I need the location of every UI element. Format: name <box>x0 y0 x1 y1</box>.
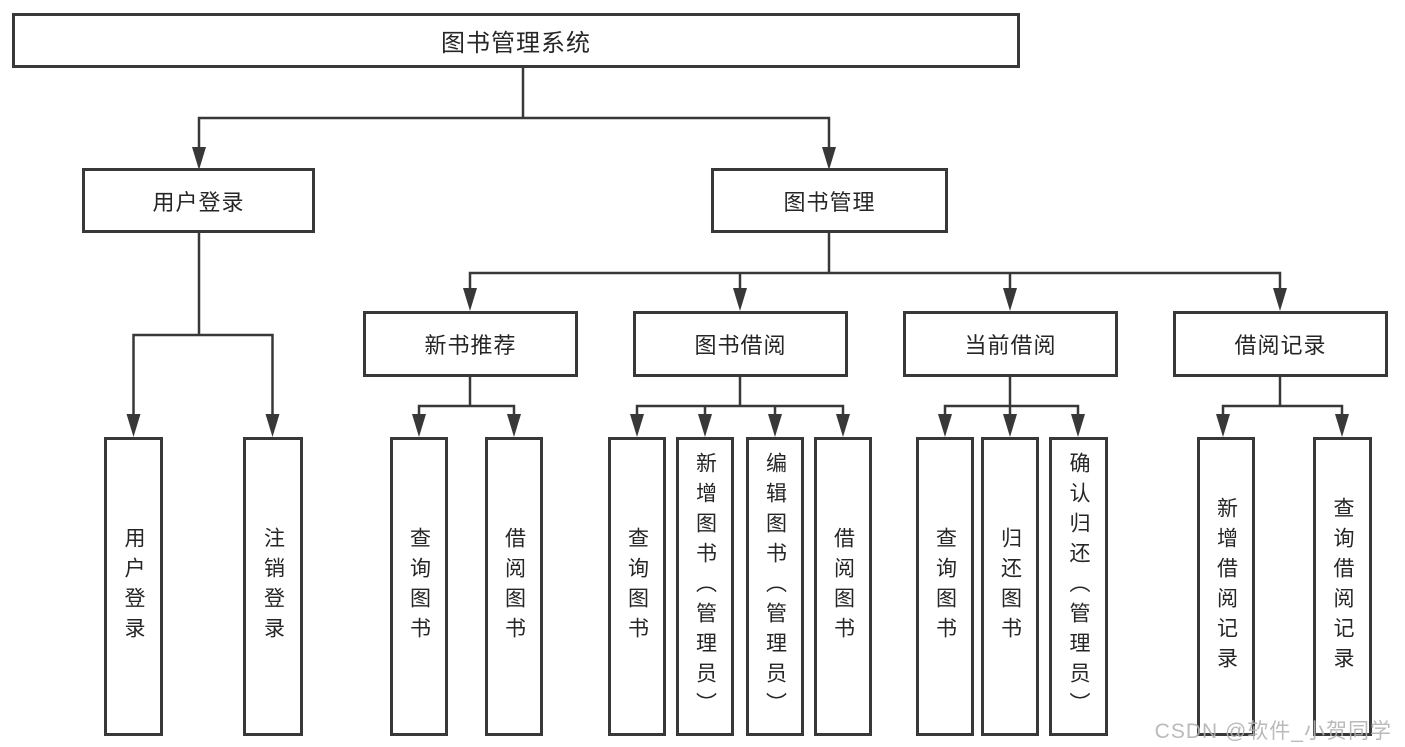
leaf-return-books-label: 归还图书 <box>998 526 1022 647</box>
leaf-add-books-admin: 新增图书（管理员） <box>676 437 734 736</box>
leaf-add-borrow-record: 新增借阅记录 <box>1197 437 1255 736</box>
leaf-query-books-borrow-label: 查询图书 <box>625 526 649 647</box>
node-current-borrow: 当前借阅 <box>903 311 1118 377</box>
leaf-edit-books-admin-label: 编辑图书（管理员） <box>763 451 787 722</box>
leaf-return-books: 归还图书 <box>981 437 1039 736</box>
leaf-query-books-current-label: 查询图书 <box>933 526 957 647</box>
leaf-query-books-borrow: 查询图书 <box>608 437 666 736</box>
node-book-management: 图书管理 <box>711 168 948 233</box>
leaf-logout-label: 注销登录 <box>261 526 285 647</box>
leaf-borrow-books-recommend: 借阅图书 <box>485 437 543 736</box>
leaf-edit-books-admin: 编辑图书（管理员） <box>746 437 804 736</box>
node-new-book-recommend: 新书推荐 <box>363 311 578 377</box>
leaf-query-borrow-record: 查询借阅记录 <box>1313 437 1372 736</box>
connector-lines <box>132 68 1344 419</box>
node-borrow-records: 借阅记录 <box>1173 311 1388 377</box>
leaf-user-login-label: 用户登录 <box>122 526 145 647</box>
leaf-confirm-return-admin: 确认归还（管理员） <box>1049 437 1108 736</box>
node-book-borrow: 图书借阅 <box>633 311 848 377</box>
leaf-user-login: 用户登录 <box>104 437 163 736</box>
csdn-watermark: CSDN @软件_小贺同学 <box>1154 720 1392 743</box>
node-user-login: 用户登录 <box>82 168 315 233</box>
leaf-borrow-books-label: 借阅图书 <box>831 526 855 647</box>
leaf-add-borrow-record-label: 新增借阅记录 <box>1214 496 1238 677</box>
leaf-query-borrow-record-label: 查询借阅记录 <box>1331 496 1354 677</box>
node-root-system: 图书管理系统 <box>12 13 1020 68</box>
leaf-borrow-books: 借阅图书 <box>814 437 872 736</box>
leaf-query-books-current: 查询图书 <box>916 437 974 736</box>
leaf-add-books-admin-label: 新增图书（管理员） <box>693 451 717 722</box>
leaf-query-books-recommend-label: 查询图书 <box>407 526 431 647</box>
connector-arrowheads <box>126 147 1349 437</box>
leaf-confirm-return-admin-label: 确认归还（管理员） <box>1067 451 1090 722</box>
leaf-query-books-recommend: 查询图书 <box>390 437 448 736</box>
leaf-logout: 注销登录 <box>243 437 303 736</box>
leaf-borrow-books-recommend-label: 借阅图书 <box>502 526 526 647</box>
